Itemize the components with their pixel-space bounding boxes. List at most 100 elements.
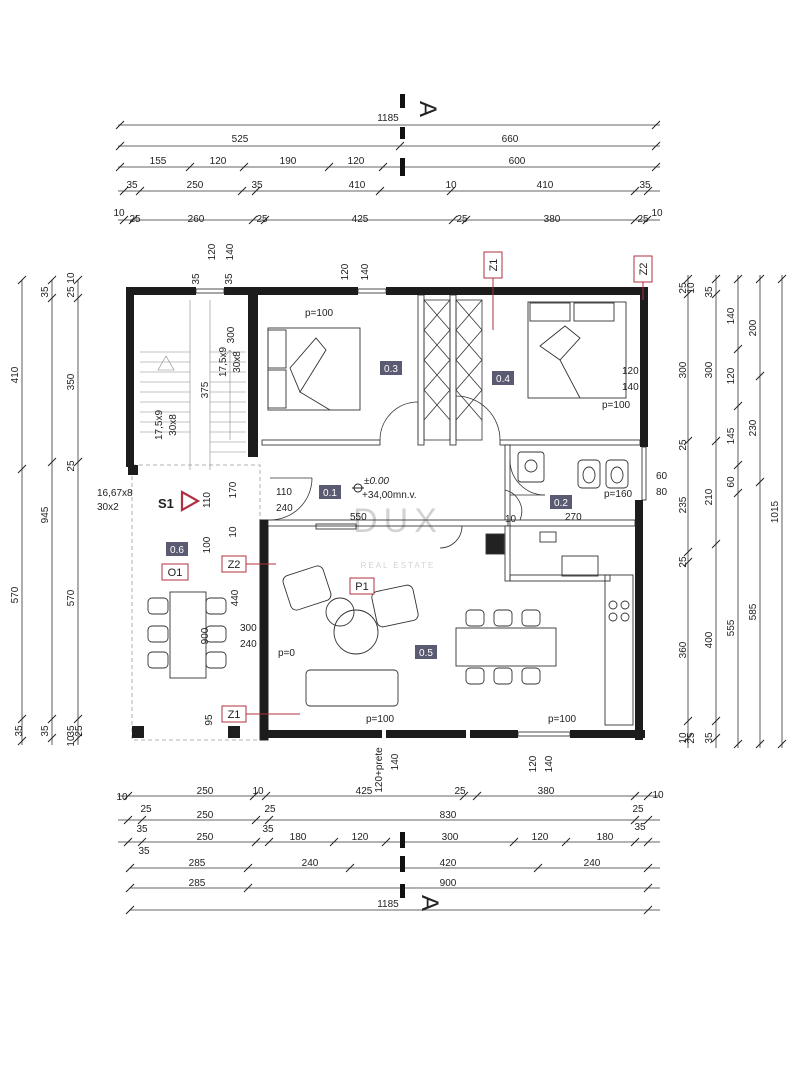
- section-cut-top: A: [400, 94, 441, 176]
- bottom-dim: 35: [262, 824, 274, 835]
- column: [128, 465, 138, 475]
- window-dim: 120: [207, 243, 218, 260]
- marker-p1: P1: [349, 577, 375, 595]
- wall: [126, 287, 134, 467]
- right-dim: 60: [726, 476, 737, 488]
- right-dim: 35: [704, 286, 715, 298]
- right-dim: 140: [726, 307, 737, 324]
- svg-text:0.2: 0.2: [554, 498, 568, 509]
- right-dim: 230: [748, 419, 759, 436]
- entrance-triangle-icon: [180, 490, 201, 512]
- top-dim: 120: [210, 156, 227, 167]
- window-dim: 140: [544, 755, 555, 772]
- window-dim: 80: [656, 487, 668, 498]
- window-dim: 110: [202, 492, 213, 508]
- right-dim: 300: [678, 361, 689, 378]
- room-tag-0-5: 0.5: [415, 645, 437, 659]
- column: [228, 726, 240, 738]
- wall: [248, 287, 258, 457]
- svg-text:Z1: Z1: [228, 709, 241, 721]
- top-dim: 25: [256, 214, 268, 225]
- window-dim: 140: [390, 753, 401, 770]
- right-dim: 235: [678, 496, 689, 513]
- window-dim: 440: [230, 589, 241, 606]
- window-dim: 60: [656, 471, 668, 482]
- bottom-dim: 180: [597, 832, 614, 843]
- sill-label: p=100: [305, 308, 334, 319]
- left-dim: 25: [66, 286, 77, 298]
- left-dim: 35: [40, 725, 51, 737]
- room-tag-0-1: 0.1: [319, 485, 341, 499]
- stair-spec: 30x8: [232, 351, 243, 373]
- bottom-dim: 25: [632, 804, 644, 815]
- bottom-dim: 120: [352, 832, 369, 843]
- wall: [126, 287, 196, 295]
- watermark-logo: DUX: [353, 502, 443, 540]
- wall: [258, 287, 358, 295]
- bottom-dim: 285: [189, 858, 206, 869]
- top-dimension-chain: 1185 525 660 155 120 190 120 600 35 250 …: [113, 113, 663, 225]
- window-dim: 35: [191, 273, 202, 285]
- wardrobe: [423, 299, 483, 441]
- left-dim: 10: [66, 735, 77, 747]
- right-dim: 585: [748, 603, 759, 620]
- window-dim: 120: [622, 366, 639, 377]
- marker-o1: O1: [161, 563, 189, 581]
- right-dim: 25: [686, 732, 697, 744]
- top-dim: 25: [637, 214, 649, 225]
- svg-text:Z2: Z2: [228, 559, 241, 571]
- bottom-dim: 35: [136, 824, 148, 835]
- top-dim: 425: [352, 214, 369, 225]
- room-tag-0-6: 0.6: [166, 542, 188, 556]
- left-dim: 945: [40, 506, 51, 523]
- svg-text:0.5: 0.5: [419, 648, 433, 659]
- bottom-dim: 380: [538, 786, 555, 797]
- right-dim: 10: [686, 282, 697, 294]
- right-dimension-chain: 25 10 300 25 235 25 360 10 25 35 300 210…: [678, 274, 787, 749]
- terrace-dining-set: [147, 591, 227, 679]
- svg-text:Z1: Z1: [488, 259, 500, 272]
- svg-text:S1: S1: [158, 496, 174, 511]
- left-dim: 350: [66, 373, 77, 390]
- interior-labels: p=100 p=100 p=160 p=0 p=100 p=100 ±0.00 …: [97, 243, 668, 792]
- marker-z2-top: Z2: [633, 255, 653, 300]
- wall: [570, 730, 645, 738]
- window-dim: 900: [200, 627, 211, 644]
- window-dim: 35: [232, 727, 243, 739]
- bottom-dim: 25: [454, 786, 466, 797]
- sill-label: p=100: [548, 714, 577, 725]
- bottom-dim: 900: [440, 878, 457, 889]
- right-dim: 300: [704, 361, 715, 378]
- left-dimension-chain: 410 945 570 35 350 25 570 35 25 10 10 25…: [10, 272, 85, 747]
- svg-text:0.3: 0.3: [384, 364, 398, 375]
- wall: [224, 287, 252, 295]
- bottom-dim: 240: [584, 858, 601, 869]
- top-dim: 525: [232, 134, 249, 145]
- column: [132, 726, 144, 738]
- top-dim: 410: [349, 180, 366, 191]
- bottom-dim: 250: [197, 810, 214, 821]
- top-dim: 260: [188, 214, 205, 225]
- right-dim: 145: [726, 427, 737, 444]
- bottom-dim: 240: [302, 858, 319, 869]
- right-dim: 400: [704, 631, 715, 648]
- window-dim: 110: [276, 487, 292, 498]
- bottom-dim: 425: [356, 786, 373, 797]
- bed-bedroom-2: [527, 301, 627, 399]
- right-dim: 10: [678, 732, 689, 744]
- level-absolute: +34,00mn.v.: [362, 490, 417, 501]
- wall: [635, 500, 643, 740]
- top-dim: 25: [456, 214, 468, 225]
- bottom-dim: 10: [252, 786, 264, 797]
- sill-label: p=160: [604, 489, 633, 500]
- window-dim: 95: [204, 714, 215, 726]
- svg-text:P1: P1: [355, 581, 368, 593]
- right-dim: 1015: [770, 500, 781, 523]
- stair-spec: 16,67x8: [97, 488, 133, 499]
- bottom-dim: 285: [189, 878, 206, 889]
- window-dim: 120+prete: [374, 747, 385, 793]
- marker-z2-left: Z2: [221, 555, 276, 573]
- staircase: [140, 300, 246, 470]
- top-dim: 660: [502, 134, 519, 145]
